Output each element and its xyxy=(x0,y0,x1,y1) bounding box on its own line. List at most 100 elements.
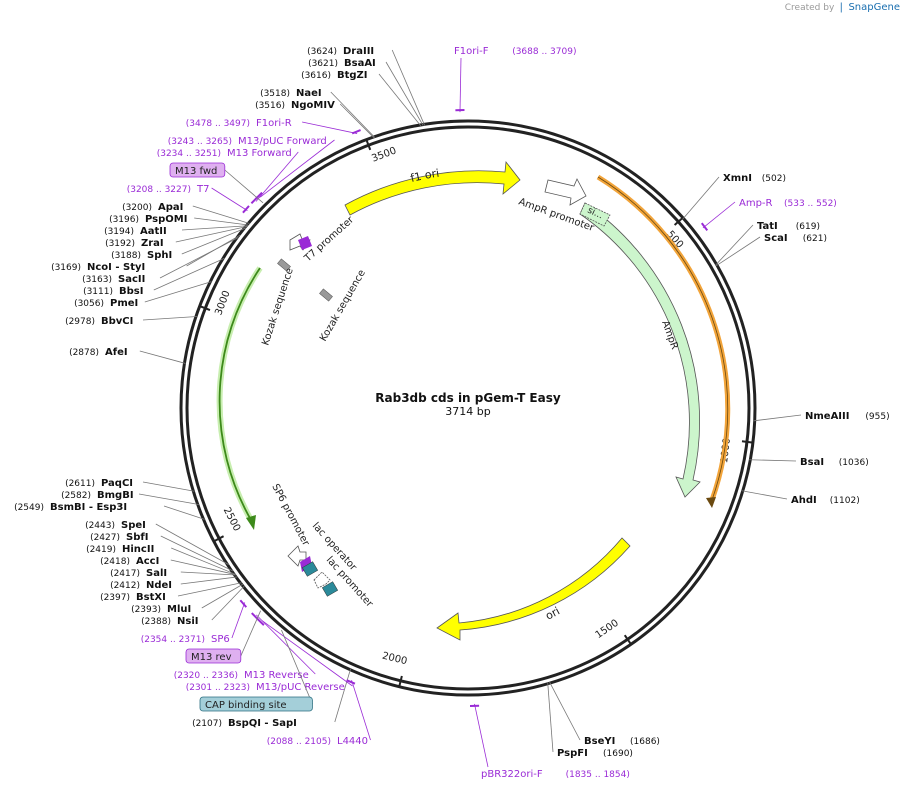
tick-mark xyxy=(398,675,403,686)
restriction-sites: XmnI(502)TatI(619)ScaI(621)NmeAIII(955)B… xyxy=(14,46,890,759)
feature-box[interactable] xyxy=(169,162,226,178)
enzyme-coord: (1686) xyxy=(630,737,660,747)
primer-name[interactable]: F1ori-F xyxy=(454,46,489,57)
kozak-2-label: Kozak sequence xyxy=(318,268,368,343)
primer-name[interactable]: M13/pUC Reverse xyxy=(256,682,345,693)
enzyme-coord: (3518) xyxy=(260,89,290,99)
enzyme-name: NgoMIV xyxy=(291,100,335,111)
t7-promoter-label: T7 promoter xyxy=(302,214,357,265)
enzyme-name: BmgBI xyxy=(97,490,134,501)
enzyme-leader-line xyxy=(163,505,205,520)
primer-name[interactable]: Amp-R xyxy=(739,198,773,209)
enzyme-coord: (2427) xyxy=(90,533,120,543)
primer-coord: (3478 .. 3497) xyxy=(186,119,250,129)
primer-name[interactable]: M13/pUC Forward xyxy=(238,136,327,147)
enzyme-name: BseYI xyxy=(584,736,615,747)
kozak-1-label: Kozak sequence xyxy=(260,267,295,347)
primer-mark[interactable] xyxy=(239,599,248,608)
enzyme-leader-line xyxy=(160,535,234,572)
created-by-text: Created by xyxy=(784,3,835,13)
primer-coord: (2301 .. 2323) xyxy=(186,683,250,693)
enzyme-coord: (1036) xyxy=(839,458,869,468)
enzyme-coord: (3200) xyxy=(122,203,152,213)
feature-ampr[interactable]: AmpR xyxy=(579,202,701,498)
primer-mark[interactable] xyxy=(250,196,259,205)
tick-mark xyxy=(214,535,225,542)
feature-box-label: M13 fwd xyxy=(175,166,217,177)
tick-label: 3500 xyxy=(370,145,398,164)
feature-kozak-2[interactable]: Kozak sequence xyxy=(318,268,368,343)
primer-leader-line xyxy=(474,703,489,768)
primer-leader-line xyxy=(259,139,335,198)
tick-mark xyxy=(200,305,211,311)
primer-leader-line xyxy=(459,57,462,113)
feature-box[interactable] xyxy=(199,696,313,712)
enzyme-leader-line xyxy=(175,226,248,243)
primer-leader-line xyxy=(351,680,371,741)
box-leader-line xyxy=(281,629,313,705)
backbone-inner xyxy=(185,125,751,691)
feature-box-label: M13 rev xyxy=(191,652,232,663)
enzyme-coord: (2549) xyxy=(14,503,44,513)
tick-label: 3000 xyxy=(213,289,232,317)
feature-sp6-promoter[interactable]: SP6 promoter xyxy=(269,482,312,567)
primer-leader-line xyxy=(256,614,316,675)
enzyme-coord: (3621) xyxy=(308,59,338,69)
feature-signal-peptide[interactable]: si... xyxy=(579,202,611,227)
enzyme-coord: (955) xyxy=(865,412,889,422)
feature-t7-promoter[interactable]: T7 promoter xyxy=(289,214,357,265)
primer-name[interactable]: M13 Forward xyxy=(227,148,292,159)
enzyme-coord: (2582) xyxy=(61,491,91,501)
primer-leader-line xyxy=(702,201,736,229)
box-leader-line xyxy=(240,610,261,657)
enzyme-coord: (3111) xyxy=(83,287,113,297)
enzyme-name: AhdI xyxy=(791,495,817,506)
enzyme-name: ZraI xyxy=(141,238,164,249)
primer-leader-line xyxy=(211,187,248,211)
enzyme-leader-line xyxy=(155,523,229,565)
primer-leader-line xyxy=(261,620,353,687)
primer-mark[interactable] xyxy=(346,679,356,685)
snapgene-branding: Created by ❘ SnapGene xyxy=(785,2,900,13)
primer-name[interactable]: SP6 xyxy=(211,634,230,645)
enzyme-coord: (3192) xyxy=(105,239,135,249)
primer-coord: (533 .. 552) xyxy=(784,199,837,209)
enzyme-coord: (3056) xyxy=(74,299,104,309)
enzyme-leader-line xyxy=(180,576,238,585)
enzyme-name: TatI xyxy=(757,221,778,232)
enzyme-leader-line xyxy=(138,493,199,505)
primer-coord: (1835 .. 1854) xyxy=(566,770,630,780)
primer-name[interactable]: L4440 xyxy=(337,736,368,747)
tick-mark xyxy=(623,634,632,644)
enzyme-leader-line xyxy=(330,91,376,138)
feature-f1-ori[interactable]: f1 ori xyxy=(344,160,521,216)
enzyme-coord: (2418) xyxy=(100,557,130,567)
enzyme-coord: (2417) xyxy=(110,569,140,579)
feature-kozak-1[interactable]: Kozak sequence xyxy=(260,258,296,347)
enzyme-leader-line xyxy=(144,281,212,303)
primer-name[interactable]: T7 xyxy=(196,184,209,195)
enzyme-name: BsaI xyxy=(800,457,824,468)
feature-ori[interactable]: ori xyxy=(436,537,631,641)
primer-name[interactable]: F1ori-R xyxy=(256,118,292,129)
snapgene-brand-name: SnapGene xyxy=(848,2,900,13)
primer-name[interactable]: pBR322ori-F xyxy=(481,769,543,780)
enzyme-coord: (2611) xyxy=(65,479,95,489)
enzyme-name: AfeI xyxy=(105,347,128,358)
enzyme-coord: (2388) xyxy=(141,617,171,627)
enzyme-name: HincII xyxy=(122,544,154,555)
feature-box[interactable] xyxy=(185,648,242,664)
primer-name[interactable]: M13 Reverse xyxy=(244,670,309,681)
primer-mark[interactable] xyxy=(256,618,265,626)
enzyme-leader-line xyxy=(682,176,720,220)
enzyme-coord: (3196) xyxy=(109,215,139,225)
enzyme-name: NsiI xyxy=(177,616,198,627)
enzyme-coord: (619) xyxy=(796,222,820,232)
enzyme-name: NdeI xyxy=(146,580,172,591)
enzyme-coord: (3616) xyxy=(301,71,331,81)
enzyme-leader-line xyxy=(139,350,186,364)
enzyme-coord: (2397) xyxy=(100,593,130,603)
feature-lacz[interactable] xyxy=(216,266,263,530)
feature-amp-orange[interactable] xyxy=(596,174,731,508)
enzyme-name: SacII xyxy=(118,274,145,285)
